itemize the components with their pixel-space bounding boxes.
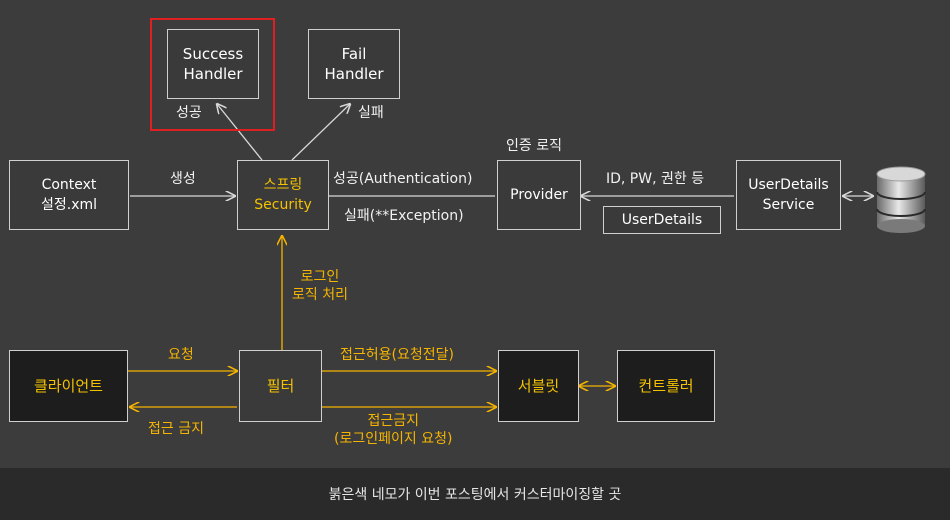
- label-auth-success: 성공(Authentication): [333, 171, 473, 187]
- spring-security-node: 스프링 Security: [237, 160, 329, 230]
- label-access-forbidden-line2: (로그인페이지 요청): [334, 431, 453, 447]
- diagram-canvas: Success Handler Fail Handler Context 설정.…: [0, 0, 950, 468]
- uds-line2: Service: [762, 197, 815, 213]
- fail-handler-line1: Fail: [341, 45, 367, 63]
- uds-line1: UserDetails: [748, 177, 829, 193]
- label-success: 성공: [176, 105, 202, 121]
- spring-security-line1: 스프링: [263, 177, 303, 193]
- controller-label: 컨트롤러: [638, 377, 694, 395]
- context-node: Context 설정.xml: [9, 160, 129, 230]
- success-handler-line2: Handler: [183, 65, 243, 83]
- arrow-security-to-success: [217, 104, 263, 161]
- label-access-denied: 접근 금지: [148, 421, 204, 437]
- client-label: 클라이언트: [33, 377, 103, 395]
- database-icon: [876, 166, 926, 233]
- arrow-security-to-fail: [291, 104, 350, 161]
- customization-highlight-frame: [150, 18, 275, 131]
- label-access-forbidden-line1: 접근금지: [367, 413, 419, 429]
- label-request: 요청: [168, 347, 194, 363]
- filter-label: 필터: [266, 377, 295, 395]
- success-handler-line1: Success: [182, 45, 244, 63]
- controller-node: 컨트롤러: [617, 350, 715, 422]
- provider-node: Provider: [497, 160, 581, 230]
- label-login-logic: 로그인 로직 처리: [292, 268, 348, 304]
- label-id-pw: ID, PW, 권한 등: [606, 171, 705, 187]
- success-handler-node: Success Handler: [167, 29, 259, 99]
- connector-layer: [128, 0, 926, 468]
- userdetails-service-node: UserDetails Service: [736, 160, 841, 230]
- filter-node: 필터: [239, 350, 322, 422]
- client-node: 클라이언트: [9, 350, 128, 422]
- label-fail: 실패: [358, 105, 384, 121]
- label-auth-fail: 실패(**Exception): [344, 208, 464, 224]
- servlet-label: 서블릿: [517, 377, 560, 395]
- label-create: 생성: [170, 171, 196, 187]
- label-access-forbidden: 접근금지 (로그인페이지 요청): [334, 412, 452, 448]
- figure-caption: 붉은색 네모가 이번 포스팅에서 커스터마이징할 곳: [0, 468, 950, 520]
- label-login-logic-line2: 로직 처리: [292, 287, 348, 303]
- label-auth-logic: 인증 로직: [506, 138, 562, 154]
- userdetails-node: UserDetails: [603, 206, 721, 234]
- context-line2: 설정.xml: [40, 197, 98, 213]
- label-login-logic-line1: 로그인: [300, 269, 340, 285]
- fail-handler-line2: Handler: [324, 65, 384, 83]
- provider-label: Provider: [510, 187, 568, 203]
- fail-handler-node: Fail Handler: [308, 29, 400, 99]
- label-access-allowed: 접근허용(요청전달): [340, 347, 454, 363]
- context-line1: Context: [41, 177, 97, 193]
- servlet-node: 서블릿: [498, 350, 579, 422]
- spring-security-line2: Security: [254, 197, 312, 213]
- userdetails-label: UserDetails: [621, 212, 703, 228]
